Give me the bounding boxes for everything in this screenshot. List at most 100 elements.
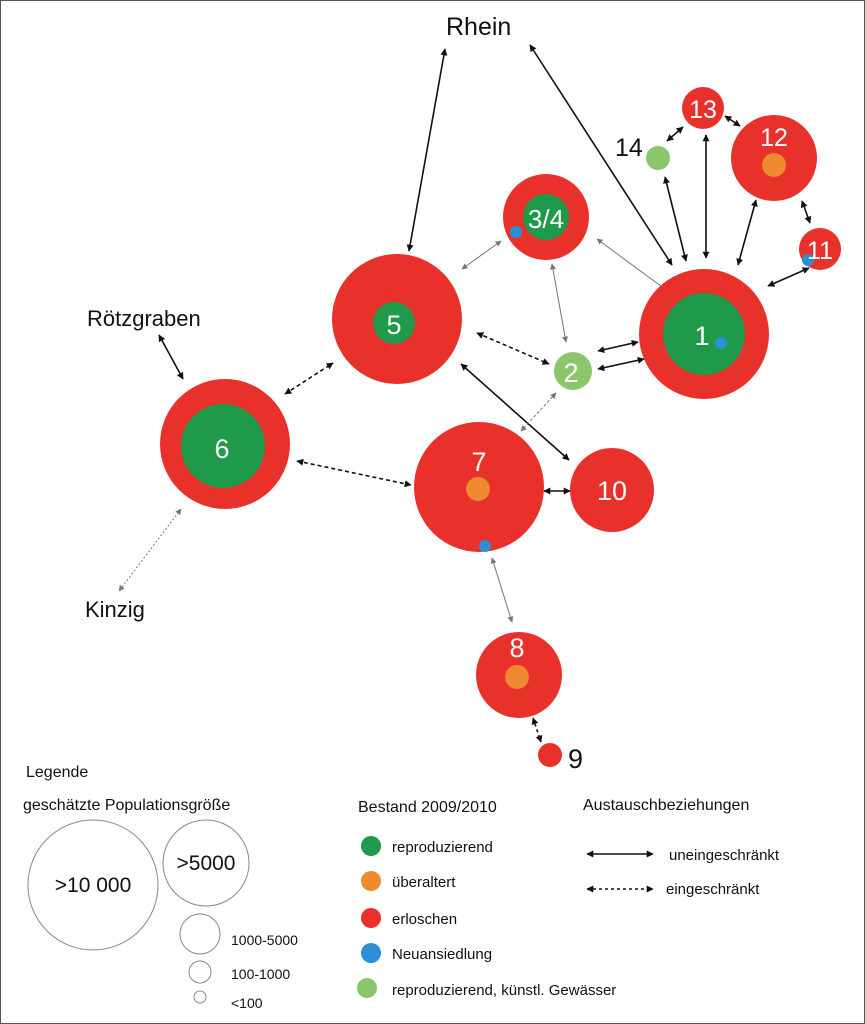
node-11-neuansiedlung-dot [802, 254, 814, 266]
legend-label-uneingeschraenkt: uneingeschränkt [669, 847, 780, 864]
node-11: 11 [799, 228, 841, 270]
node-3-4-inner [523, 194, 569, 240]
legend-size-label-100-1000: 100-1000 [231, 966, 290, 982]
node-9-circle [538, 743, 562, 767]
node-11-label: 11 [807, 237, 833, 265]
node-6-label: 6 [214, 434, 229, 464]
legend-size-circle-100 [193, 990, 207, 1004]
region-roetzgraben: Rötzgraben [87, 306, 201, 331]
link-13-14 [666, 126, 684, 142]
legend-size-circle-5000 [162, 819, 250, 907]
legend-label-eingeschraenkt: eingeschränkt [666, 881, 760, 898]
legend: Legende geschätzte Populationsgröße >10 … [23, 764, 780, 1011]
link-8-9 [531, 717, 543, 743]
link-2-1-lower [597, 356, 645, 372]
legend-label-kuenstl-gewaesser: reproduzierend, künstl. Gewässer [392, 982, 616, 999]
link-6-5 [284, 362, 334, 395]
node-5-label: 5 [386, 310, 401, 340]
node-10-circle [570, 448, 654, 532]
node-2-label: 2 [563, 358, 578, 388]
node-1-neuansiedlung-dot [715, 337, 727, 349]
node-2-circle [554, 352, 592, 390]
legend-size-label-10000: >10 000 [55, 874, 132, 897]
link-5-10 [460, 363, 570, 461]
node-6-inner [181, 404, 265, 488]
legend-size-circle-100-1000 [188, 960, 212, 984]
link-5-rhein [406, 48, 448, 252]
link-2-7 [520, 392, 557, 432]
legend-title: Legende [26, 764, 88, 781]
link-1-11 [767, 267, 810, 287]
node-3-4: 3/4 [503, 174, 589, 260]
node-8-inner [505, 665, 529, 689]
node-1-label: 1 [694, 321, 709, 351]
link-6-7 [296, 458, 412, 488]
legend-size-label-lt100: <100 [231, 995, 263, 1011]
node-12-label: 12 [760, 124, 788, 152]
node-8: 8 [476, 632, 562, 718]
link-1-rhein [529, 44, 673, 266]
node-7-label: 7 [471, 447, 486, 477]
legend-swatch-erloschen [361, 908, 381, 928]
node-6: 6 [160, 379, 290, 509]
nodes: 1 2 3/4 5 6 7 [160, 87, 841, 774]
legend-label-reproduzierend: reproduzierend [392, 839, 493, 856]
node-2: 2 [554, 352, 592, 390]
region-kinzig: Kinzig [85, 597, 145, 622]
region-labels: Rhein Rötzgraben Kinzig [85, 13, 511, 622]
link-6-kinzig [118, 508, 182, 592]
legend-label-neuansiedlung: Neuansiedlung [392, 946, 492, 963]
legend-swatch-ueberaltert [361, 871, 381, 891]
node-13-label: 13 [689, 96, 717, 124]
legend-bestand-title: Bestand 2009/2010 [358, 799, 497, 816]
link-7-8 [490, 557, 514, 623]
connections [118, 44, 812, 743]
node-10-label: 10 [597, 476, 627, 506]
link-1-14 [663, 176, 688, 262]
legend-size: geschätzte Populationsgröße >10 000 >500… [23, 797, 298, 1011]
legend-swatch-reproduzierend [361, 836, 381, 856]
legend-size-label-5000: >5000 [177, 852, 236, 875]
node-8-label: 8 [509, 633, 524, 663]
node-9-label: 9 [568, 744, 583, 774]
node-7-inner [466, 477, 490, 501]
node-7: 7 [414, 422, 544, 552]
node-13-circle [682, 87, 724, 129]
legend-size-circle-10000 [27, 819, 159, 951]
link-5-2 [476, 332, 550, 365]
node-14-label: 14 [615, 134, 643, 162]
node-10: 10 [570, 448, 654, 532]
legend-swatch-neuansiedlung [361, 943, 381, 963]
link-1-12 [736, 199, 758, 266]
legend-size-title: geschätzte Populationsgröße [23, 797, 230, 814]
link-3_4-1 [596, 238, 670, 293]
legend-size-circle-1000-5000 [179, 913, 221, 955]
region-rhein: Rhein [446, 13, 511, 41]
legend-swatch-kuenstl-gewaesser [357, 978, 377, 998]
node-7-neuansiedlung-dot [479, 540, 491, 552]
node-14-circle [646, 146, 670, 170]
node-12-inner [762, 153, 786, 177]
legend-label-erloschen: erloschen [392, 911, 457, 928]
link-13-12 [724, 115, 741, 127]
node-9: 9 [538, 743, 583, 774]
node-5: 5 [332, 254, 462, 384]
link-6-roetzgraben [158, 334, 184, 380]
node-1-inner [663, 293, 745, 375]
node-3-4-label: 3/4 [528, 204, 564, 234]
node-1: 1 [639, 269, 769, 399]
link-5-3_4 [461, 240, 502, 270]
legend-size-label-1000-5000: 1000-5000 [231, 932, 298, 948]
legend-label-ueberaltert: überaltert [392, 874, 456, 891]
node-12: 12 [731, 115, 817, 201]
legend-austausch: Austauschbeziehungen uneingeschränkt ein… [583, 797, 780, 898]
link-3_4-2 [550, 263, 568, 343]
link-12-11 [800, 200, 812, 224]
node-13: 13 [682, 87, 724, 129]
node-14: 14 [615, 134, 670, 170]
node-3-4-neuansiedlung-dot [510, 226, 522, 238]
link-2-1-upper [597, 339, 639, 354]
node-5-inner [373, 302, 415, 344]
